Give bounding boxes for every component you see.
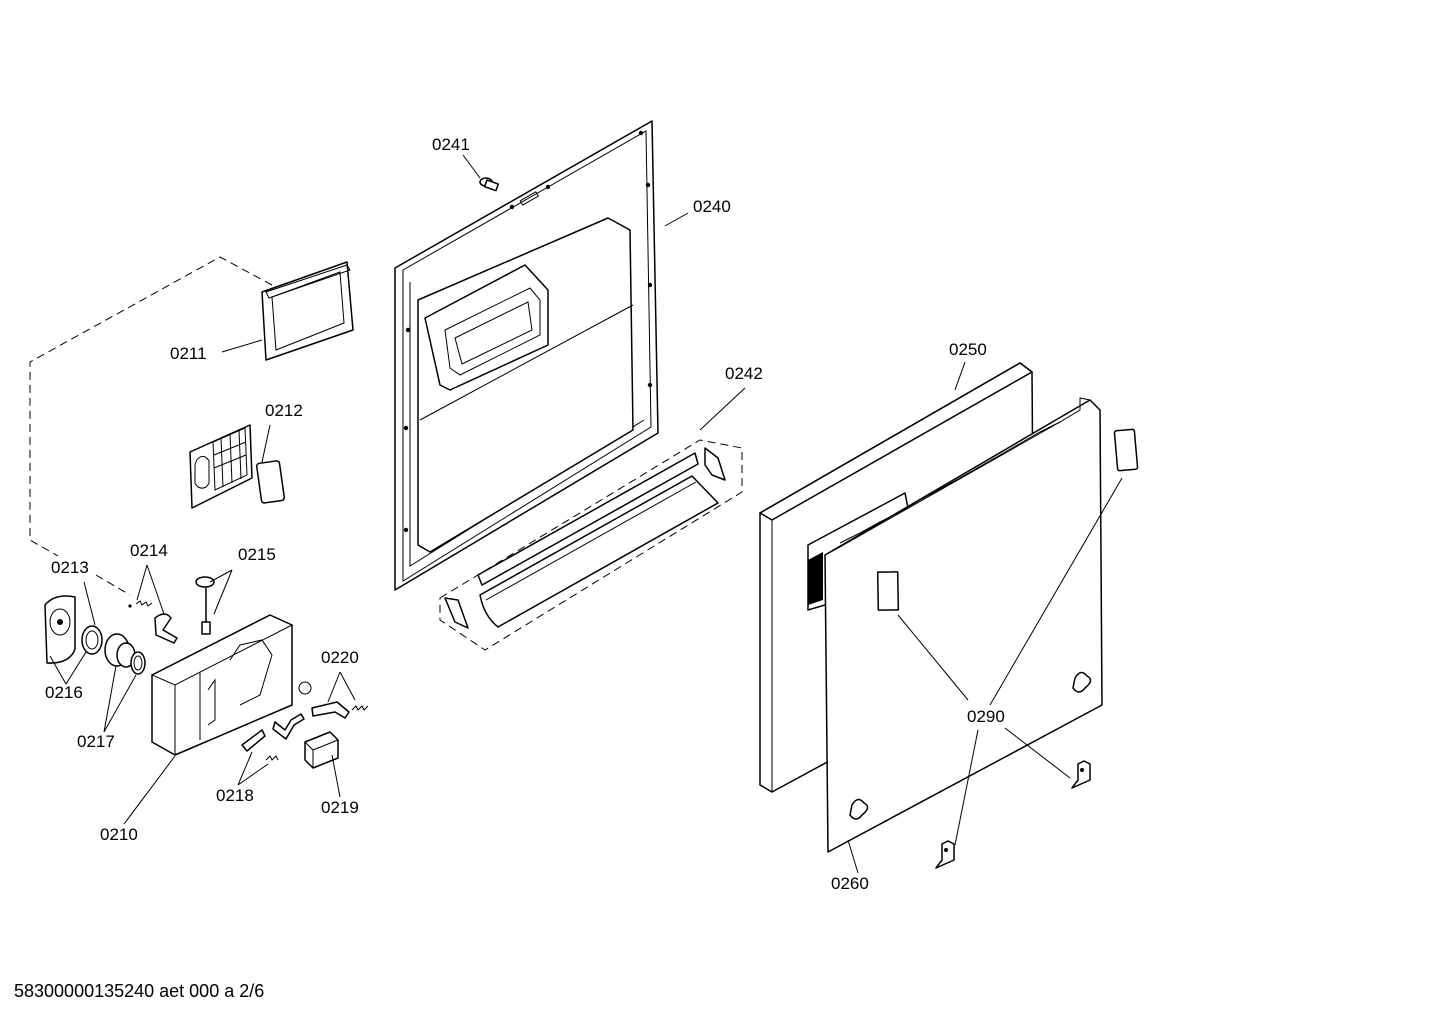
ring-0216 [81,625,103,655]
sensor-0219 [304,731,339,769]
spring-0220 [351,705,369,711]
lever-0218-a [241,729,266,752]
group-bracket-left [29,256,273,557]
document-number: 58300000135240 aet 000 a 2/6 [14,981,265,1001]
lever-0214 [154,613,178,644]
label-0290: 0290 [967,707,1005,726]
label-0215: 0215 [238,545,276,564]
dispenser-cover-0213 [44,595,76,664]
spring-0214 [128,600,153,608]
lever-0220 [311,701,350,719]
label-0250: 0250 [949,340,987,359]
bracket-0290-a [1071,760,1091,789]
pad-0290 [1113,428,1139,472]
label-0216: 0216 [45,683,83,702]
latch-box-0212 [189,424,253,509]
hinge-rail-0242 [439,439,743,651]
cap-0217 [104,633,146,675]
front-panel-0260 [807,397,1103,853]
plunger-0215 [195,576,215,635]
label-0219: 0219 [321,798,359,817]
group-bracket-spring [95,574,131,596]
label-0218: 0218 [216,786,254,805]
inner-door-panel [394,120,659,591]
pad-0212 [255,460,286,504]
label-0210: 0210 [100,825,138,844]
label-0260: 0260 [831,874,869,893]
label-0241: 0241 [432,135,470,154]
control-module-0210 [150,614,312,756]
label-0220: 0220 [321,648,359,667]
label-0211: 0211 [170,344,207,363]
label-0217: 0217 [77,732,115,751]
label-0212: 0212 [265,401,303,420]
label-0214: 0214 [130,541,168,560]
lever-0218-b [272,713,305,740]
window-frame-0211 [261,261,354,361]
label-0213: 0213 [51,558,89,577]
bracket-0290-b [935,840,955,869]
leader-lines [49,154,1123,874]
spring-0218 [265,755,279,761]
screw-0241 [479,177,500,192]
label-0242: 0242 [725,364,763,383]
label-0240: 0240 [693,197,731,216]
